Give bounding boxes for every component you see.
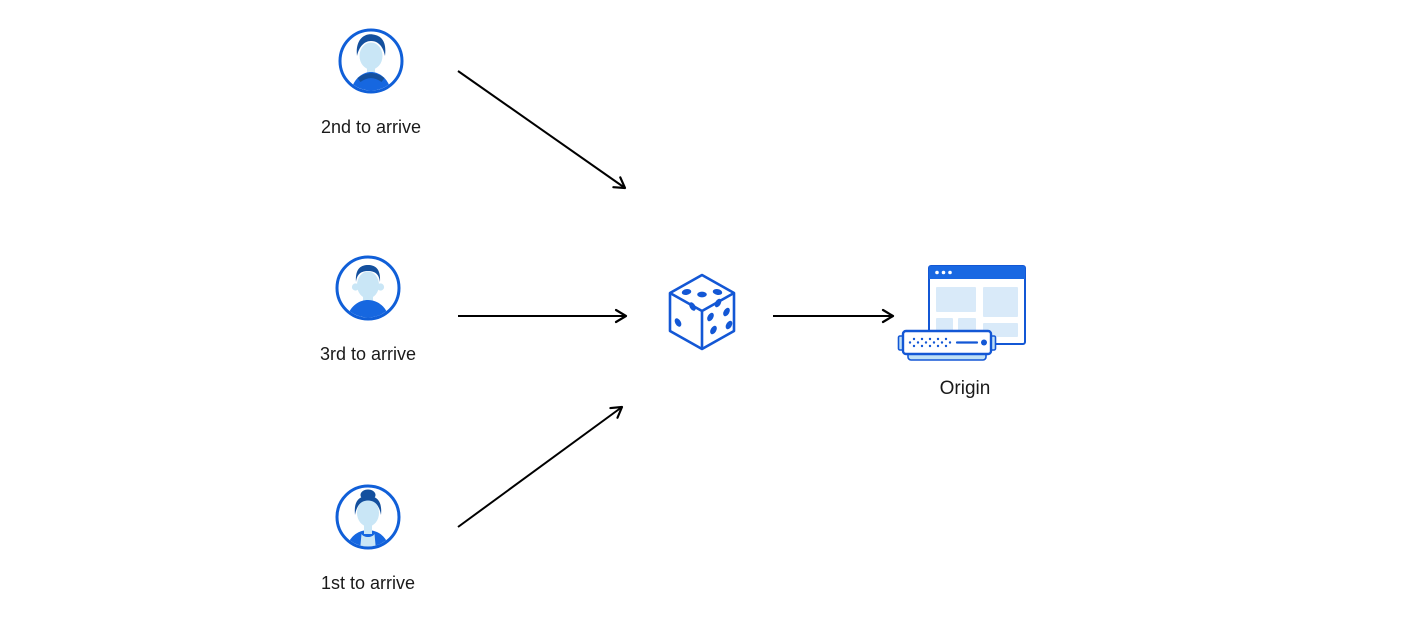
avatar-face bbox=[359, 42, 383, 70]
node-visitor-2nd: 2nd to arrive bbox=[301, 28, 441, 138]
server-led bbox=[981, 339, 987, 346]
node-origin: Origin bbox=[895, 265, 1035, 405]
node-label: 2nd to arrive bbox=[320, 117, 422, 137]
node-label: 1st to arrive bbox=[320, 573, 416, 593]
browser-titlebar bbox=[929, 266, 1025, 279]
dice-icon bbox=[668, 273, 736, 351]
avatar-hair bbox=[354, 496, 382, 515]
server-icon bbox=[897, 329, 997, 361]
avatar-woman-icon bbox=[335, 484, 401, 550]
browser-titlebar-dots bbox=[935, 270, 952, 275]
server-vent-dots bbox=[908, 337, 952, 348]
avatar-man-icon bbox=[335, 255, 401, 321]
dice-pips bbox=[674, 289, 733, 335]
avatar-neck bbox=[364, 522, 372, 534]
arrow-1st-to-dice bbox=[457, 405, 624, 528]
node-visitor-1st: 1st to arrive bbox=[298, 484, 438, 594]
node-visitor-3rd: 3rd to arrive bbox=[298, 255, 438, 365]
node-random-steering bbox=[667, 272, 737, 352]
avatar-face bbox=[357, 271, 379, 299]
server-base bbox=[907, 353, 987, 361]
avatar-hair bbox=[355, 265, 381, 282]
node-label: 3rd to arrive bbox=[319, 344, 417, 364]
server-body bbox=[901, 329, 993, 356]
avatar-collar bbox=[357, 73, 385, 83]
avatar-face bbox=[357, 499, 379, 527]
avatar-chest bbox=[360, 534, 376, 547]
avatar-hair bbox=[356, 34, 386, 56]
avatar-figure bbox=[350, 34, 392, 91]
arrow-2nd-to-dice bbox=[457, 70, 627, 190]
node-label: Origin bbox=[939, 378, 991, 399]
avatar-man-icon bbox=[338, 28, 404, 94]
